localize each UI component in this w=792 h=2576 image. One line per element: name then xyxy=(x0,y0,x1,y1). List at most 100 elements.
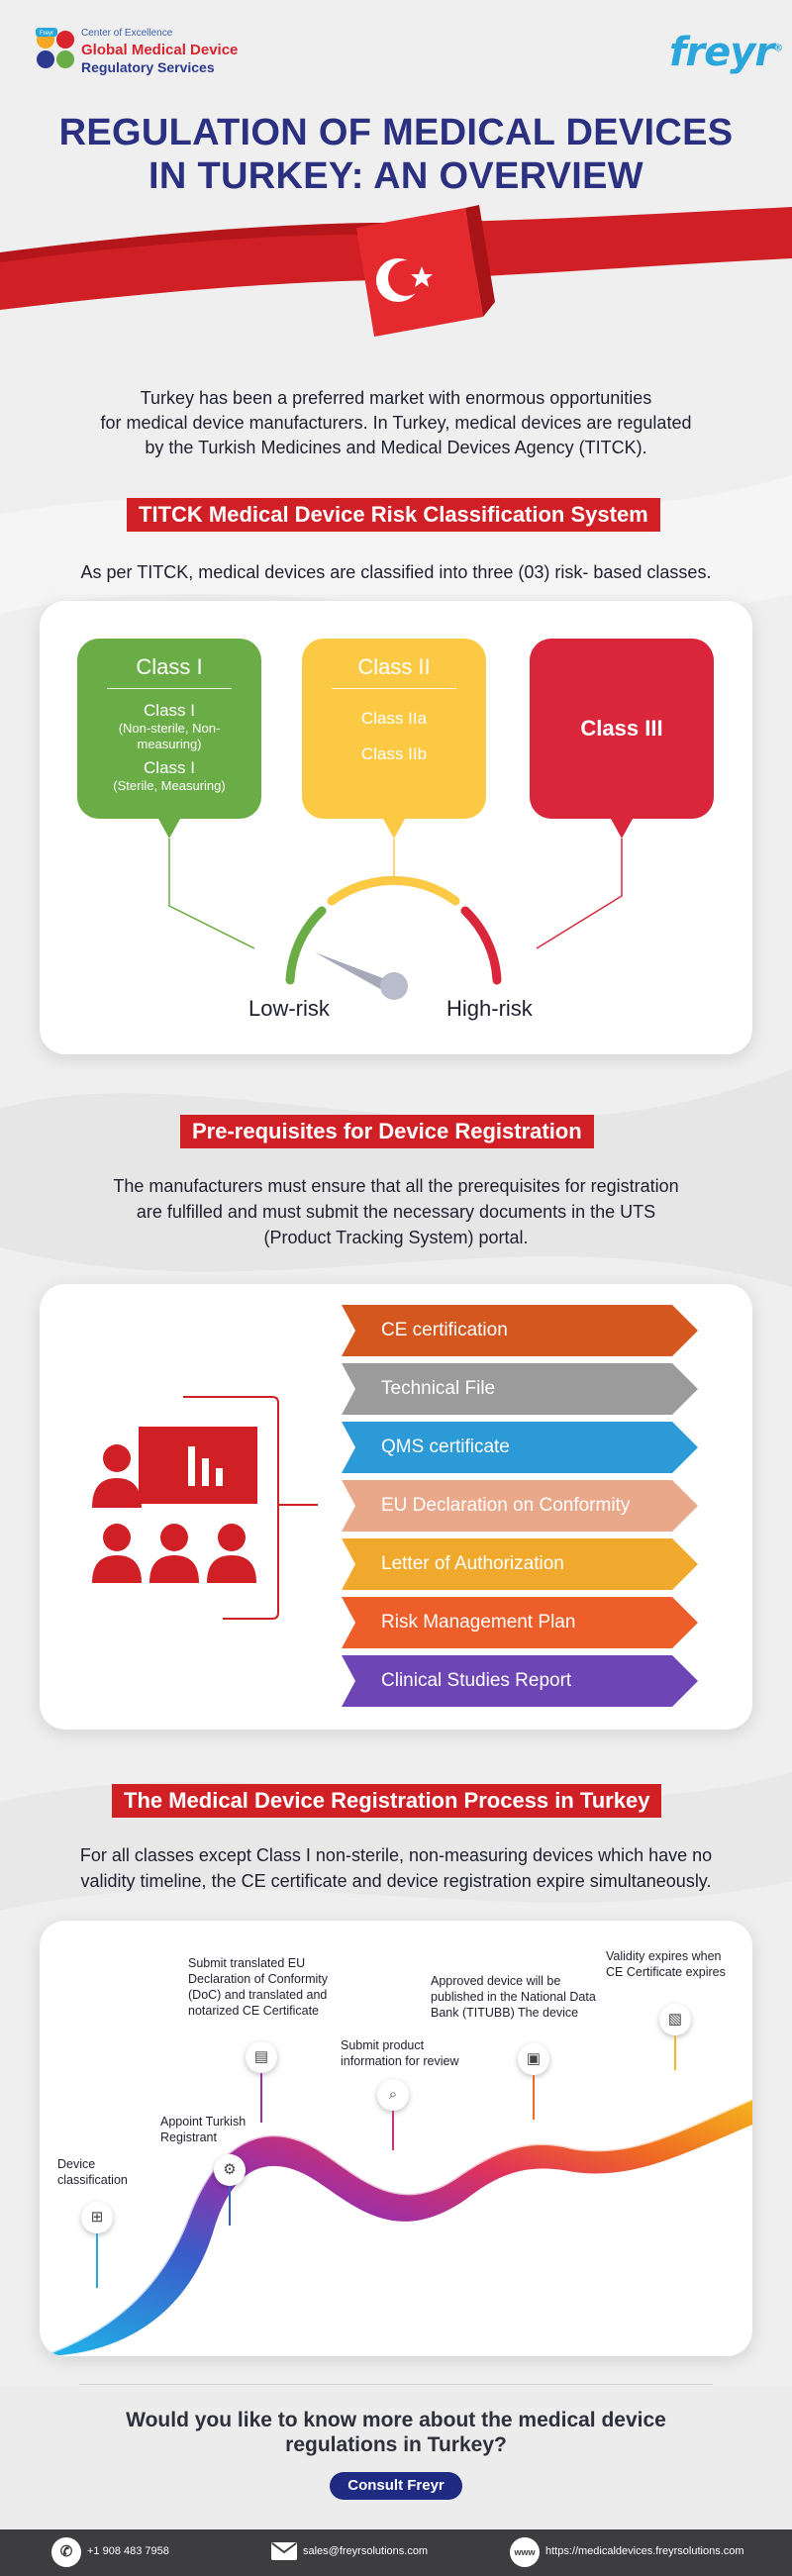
presentation-icon xyxy=(92,1396,318,1620)
step-5-l3: Bank (TITUBB) The device xyxy=(431,2006,579,2020)
class-2b: Class IIb xyxy=(360,744,428,763)
prereq-line-1: The manufacturers must ensure that all t… xyxy=(113,1176,679,1196)
intro-line-1: Turkey has been a preferred market with … xyxy=(140,388,652,408)
step-2-stem xyxy=(229,2186,231,2226)
gauge-red-arc xyxy=(460,906,502,985)
brand-mark: ® xyxy=(773,43,783,54)
step-6-stem xyxy=(674,2035,676,2070)
intro-line-2: for medical device manufacturers. In Tur… xyxy=(100,413,692,433)
gauge-green-arc xyxy=(285,906,327,985)
footer-phone[interactable]: +1 908 483 7958 xyxy=(87,2545,169,2557)
cta-text: Would you like to know more about the me… xyxy=(0,2408,792,2457)
phone-icon: ✆ xyxy=(51,2537,81,2567)
high-risk-label: High-risk xyxy=(446,996,533,1021)
step-4-l2: information for review xyxy=(341,2054,459,2068)
class-1a-title: Class I xyxy=(144,701,195,720)
prereq-item: QMS certificate xyxy=(342,1422,698,1473)
step-5-l1: Approved device will be xyxy=(431,1974,561,1988)
gauge-needle-icon xyxy=(315,952,388,990)
step-5-l2: published in the National Data xyxy=(431,1990,596,2004)
prereq-item: Risk Management Plan xyxy=(342,1597,698,1648)
process-road xyxy=(40,2097,752,2356)
prereq-text: The manufacturers must ensure that all t… xyxy=(59,1173,733,1250)
footer-email[interactable]: sales@freyrsolutions.com xyxy=(303,2545,429,2557)
cta-divider xyxy=(79,2384,713,2385)
prereq-item: Technical File xyxy=(342,1363,698,1415)
step-3-l1: Submit translated EU xyxy=(188,1956,306,1970)
step-6-label: Validity expires when CE Certificate exp… xyxy=(606,1948,726,1980)
document-icon: ▤ xyxy=(246,2041,277,2073)
step-1-l1: Device xyxy=(57,2157,96,2171)
step-6-l2: CE Certificate expires xyxy=(606,1965,726,1979)
step-4-l1: Submit product xyxy=(341,2038,425,2052)
publish-icon: ▣ xyxy=(518,2043,549,2075)
header-rs: Regulatory Services xyxy=(81,59,215,75)
prereq-line-2: are fulfilled and must submit the necess… xyxy=(136,1202,656,1222)
globe-icon: www xyxy=(510,2537,540,2567)
prereq-item: EU Declaration on Conformity xyxy=(342,1480,698,1532)
process-heading: The Medical Device Registration Process … xyxy=(112,1784,662,1818)
class-1a-note: (Non-sterile, Non-measuring) xyxy=(118,721,221,751)
step-5-label: Approved device will be published in the… xyxy=(431,1973,596,2021)
step-5-stem xyxy=(533,2075,535,2120)
process-line-2: validity timeline, the CE certificate an… xyxy=(80,1871,712,1891)
class-1-bubble: Class I Class I (Non-sterile, Non-measur… xyxy=(77,639,261,819)
step-1-stem xyxy=(96,2233,98,2288)
header-gmd: Global Medical Device xyxy=(81,42,239,58)
intro-line-3: by the Turkish Medicines and Medical Dev… xyxy=(145,438,647,457)
review-icon: ⌕ xyxy=(377,2079,409,2111)
footer-web[interactable]: https://medicaldevices.freyrsolutions.co… xyxy=(545,2545,744,2557)
prereq-item: CE certification xyxy=(342,1305,698,1356)
classification-icon: ⊞ xyxy=(81,2202,113,2233)
step-1-l2: classification xyxy=(57,2173,128,2187)
gauge-pivot xyxy=(380,972,408,1000)
step-2-label: Appoint Turkish Registrant xyxy=(160,2114,246,2145)
class-2-divider xyxy=(332,688,456,689)
registrant-icon: ⚙ xyxy=(214,2154,246,2186)
page-title: REGULATION OF MEDICAL DEVICES IN TURKEY:… xyxy=(0,111,792,198)
gauge-yellow-arc xyxy=(327,875,460,906)
step-3-l4: notarized CE Certificate xyxy=(188,2004,320,2018)
freyr-logo[interactable]: freyr® xyxy=(669,30,783,75)
footer xyxy=(0,2529,792,2576)
classification-subtitle: As per TITCK, medical devices are classi… xyxy=(80,562,712,582)
step-2-l1: Appoint Turkish xyxy=(160,2115,247,2129)
title-line-1: REGULATION OF MEDICAL DEVICES xyxy=(58,112,734,153)
low-risk-label: Low-risk xyxy=(248,996,330,1021)
class-3-title: Class III xyxy=(580,716,663,741)
class-1b-note: (Sterile, Measuring) xyxy=(113,778,226,793)
prereq-heading: Pre-requisites for Device Registration xyxy=(180,1115,594,1148)
class-2-title: Class II xyxy=(357,654,431,679)
classification-heading: TITCK Medical Device Risk Classification… xyxy=(127,498,660,532)
cta-line-2: regulations in Turkey? xyxy=(285,2433,507,2456)
prereq-item: Clinical Studies Report xyxy=(342,1655,698,1707)
process-text: For all classes except Class I non-steri… xyxy=(0,1842,792,1894)
consult-button[interactable]: Consult Freyr xyxy=(330,2472,462,2500)
mail-icon xyxy=(271,2542,297,2560)
prereq-list: CE certification Technical File QMS cert… xyxy=(342,1305,698,1711)
prereq-line-3: (Product Tracking System) portal. xyxy=(263,1228,529,1247)
step-4-stem xyxy=(392,2111,394,2150)
flag-star-icon xyxy=(411,266,433,287)
step-3-label: Submit translated EU Declaration of Conf… xyxy=(188,1955,328,2019)
step-3-stem xyxy=(260,2073,262,2123)
process-line-1: For all classes except Class I non-steri… xyxy=(79,1845,713,1865)
class-1-title: Class I xyxy=(136,654,203,679)
process-card xyxy=(40,1921,752,2356)
step-2-l2: Registrant xyxy=(160,2130,217,2144)
class-2-bubble: Class II Class IIa Class IIb xyxy=(302,639,486,819)
turkey-flag-ribbon xyxy=(0,205,792,337)
step-3-l3: (DoC) and translated and xyxy=(188,1988,328,2002)
expiry-icon: ▧ xyxy=(659,2004,691,2035)
step-6-l1: Validity expires when xyxy=(606,1949,722,1963)
class-3-bubble: Class III xyxy=(530,639,714,819)
step-3-l2: Declaration of Conformity xyxy=(188,1972,329,1986)
class-2a: Class IIa xyxy=(360,709,428,728)
title-line-2: IN TURKEY: AN OVERVIEW xyxy=(148,155,644,197)
step-4-label: Submit product information for review xyxy=(341,2037,459,2069)
prereq-item: Letter of Authorization xyxy=(342,1538,698,1590)
logo-dots-icon: Freyr xyxy=(36,28,74,68)
intro-text: Turkey has been a preferred market with … xyxy=(59,386,733,460)
class-1-divider xyxy=(107,688,232,689)
step-1-label: Device classification xyxy=(57,2156,128,2188)
